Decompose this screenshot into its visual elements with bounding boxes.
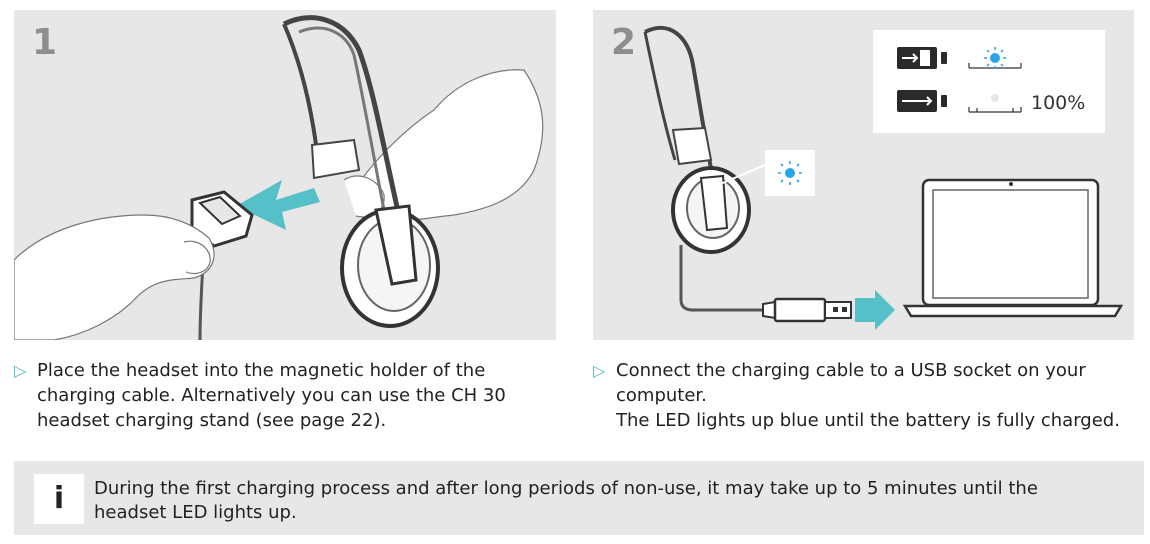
info-text: During the first charging process and af…: [94, 478, 1038, 523]
step2-instruction: ▷ Connect the charging cable to a USB so…: [593, 358, 1138, 433]
step-arrow-icon: ▷: [593, 361, 606, 380]
step2-text-line2: The LED lights up blue until the battery…: [616, 410, 1120, 431]
info-icon: i: [34, 474, 84, 524]
charge-percent-label: 100%: [1031, 92, 1086, 114]
led-off-icon: [968, 94, 1022, 113]
battery-led-legend-graphic: [897, 47, 1022, 113]
step-number: 2: [611, 22, 637, 63]
led-status-legend: 100%: [873, 30, 1105, 133]
led-callout: [765, 150, 815, 196]
step2-illustration: 2 10: [593, 10, 1134, 340]
step-arrow-icon: ▷: [14, 361, 27, 380]
led-blinking-icon: [968, 47, 1022, 69]
full-battery-icon: [897, 90, 947, 112]
info-note: i During the first charging process and …: [14, 461, 1144, 535]
headset-into-holder-illustration: [14, 15, 544, 340]
step1-instruction: ▷ Place the headset into the magnetic ho…: [14, 358, 534, 433]
step1-illustration: 1: [14, 10, 556, 340]
charging-battery-icon: [897, 47, 947, 69]
step2-text-line1: Connect the charging cable to a USB sock…: [616, 360, 1086, 406]
headset-usb-laptop-illustration: [643, 25, 1124, 330]
led-blue-icon: [778, 161, 802, 185]
step1-text: Place the headset into the magnetic hold…: [37, 360, 506, 431]
step-number: 1: [32, 22, 58, 63]
